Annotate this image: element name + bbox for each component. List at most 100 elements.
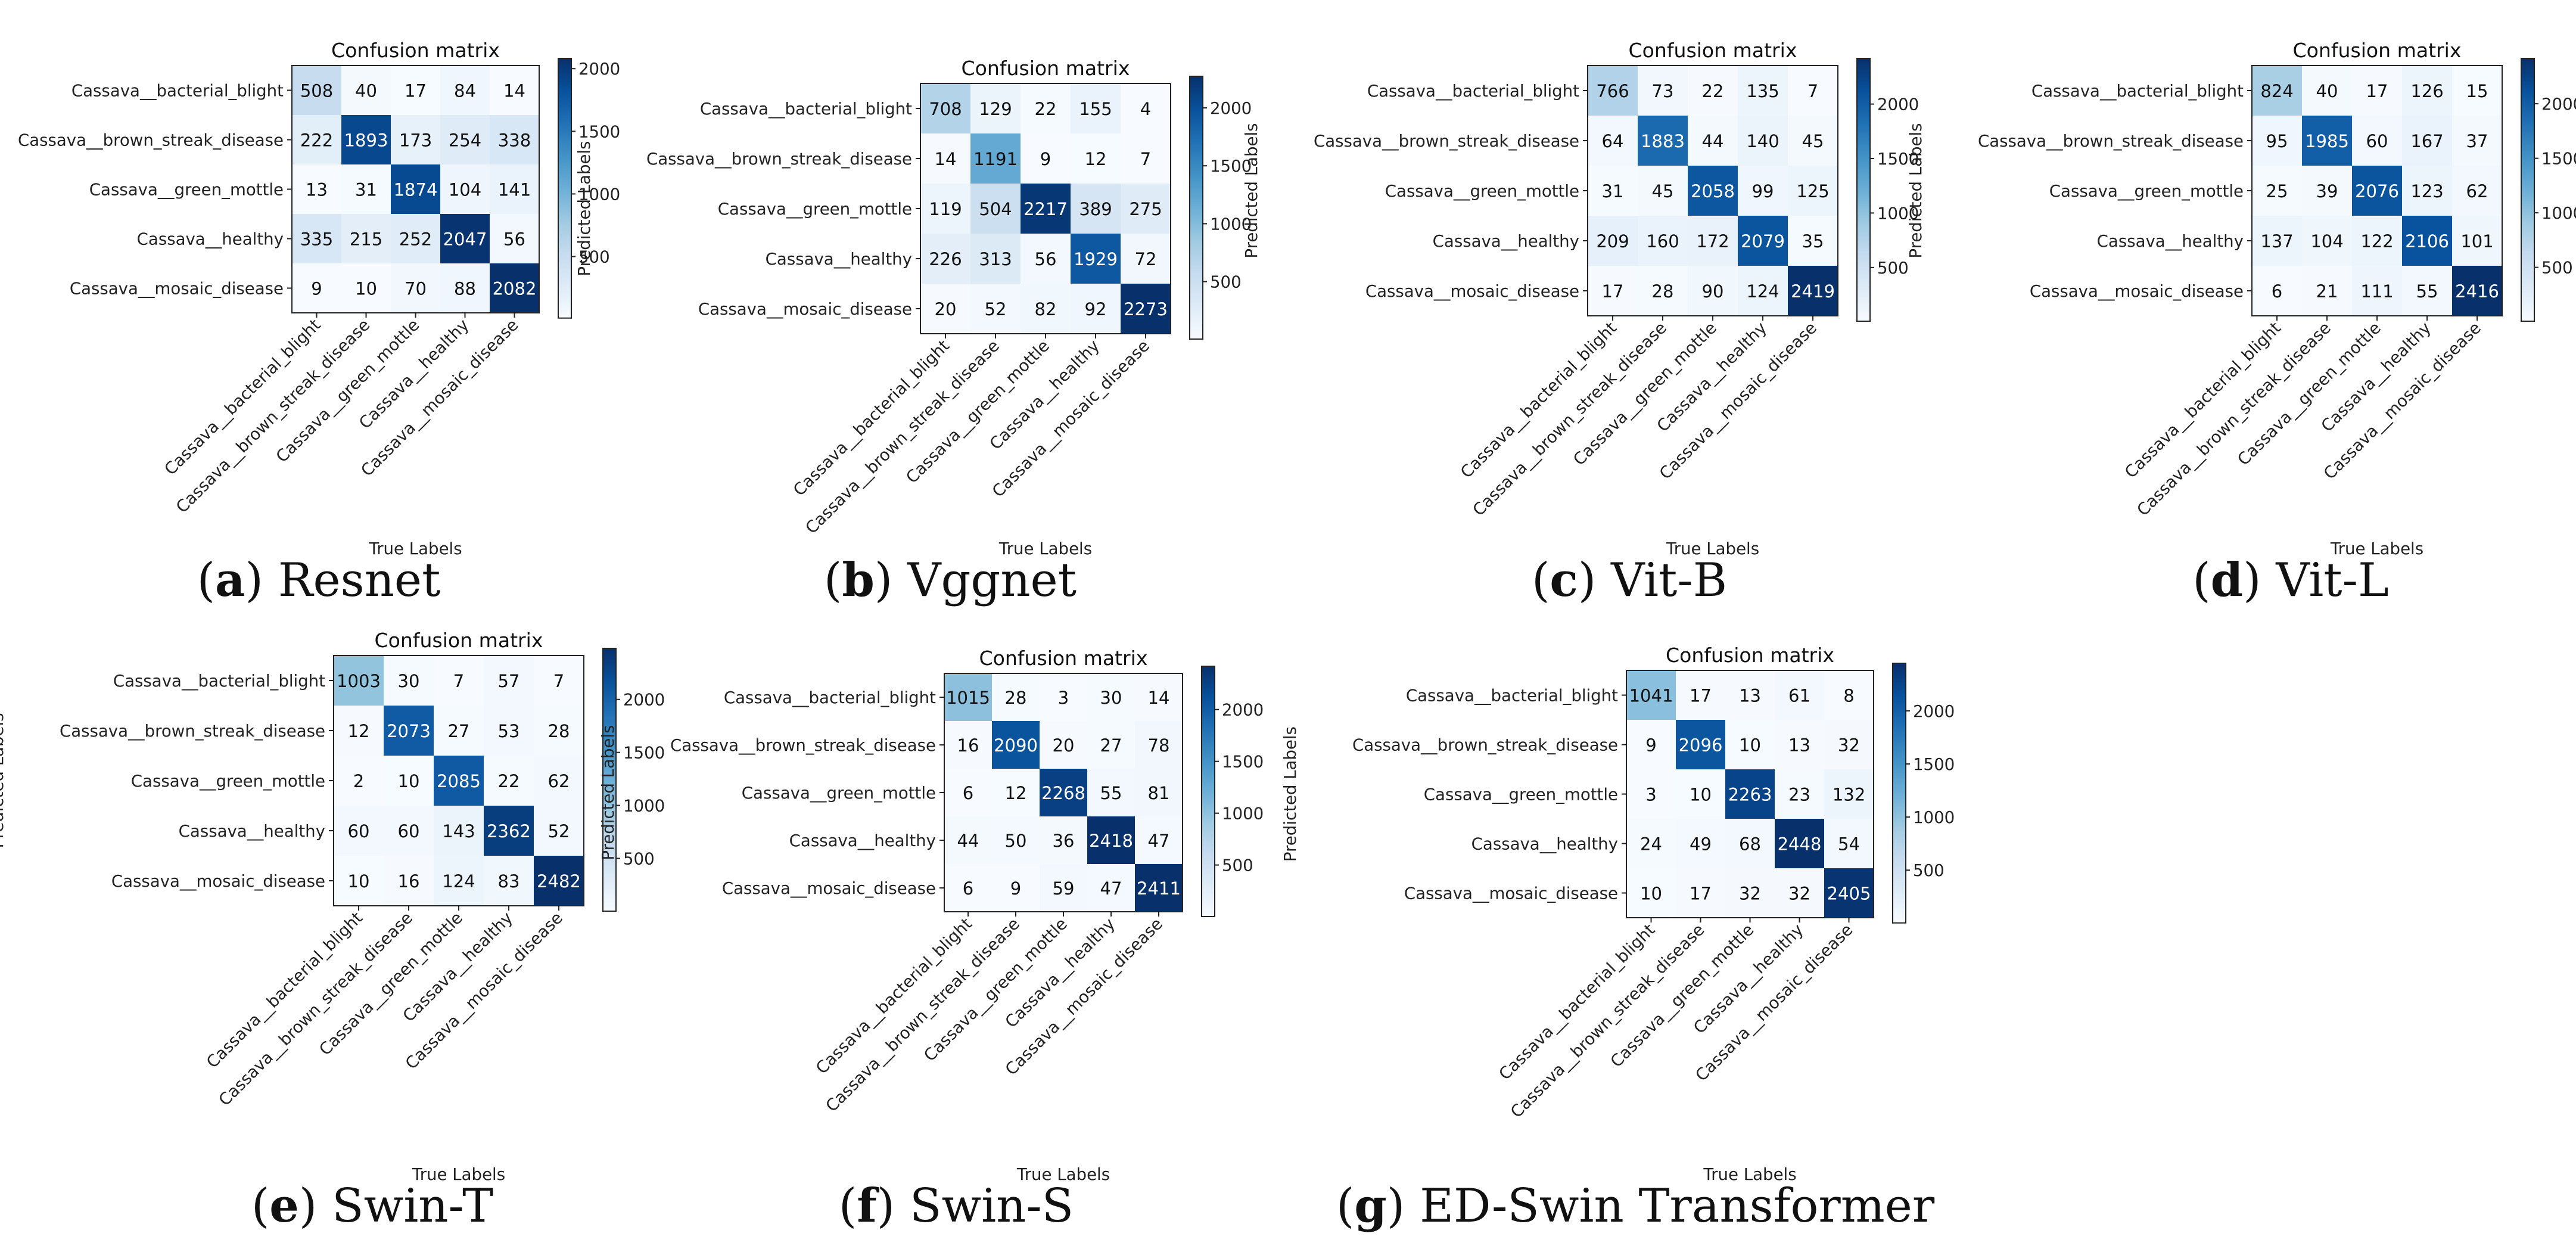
cell-value: 1191	[973, 149, 1018, 169]
cell-value: 22	[1035, 99, 1057, 119]
cell-value: 45	[1652, 181, 1674, 201]
matrix-cell	[2252, 166, 2303, 216]
x-axis-label: True Labels	[2330, 539, 2423, 558]
cell-value: 2263	[1728, 785, 1772, 805]
matrix-cell	[920, 234, 971, 284]
y-tick-label: Cassava__healthy	[766, 249, 912, 269]
cell-value: 40	[355, 81, 377, 101]
cell-value: 226	[929, 249, 962, 269]
cell-value: 6	[963, 878, 973, 899]
chart-title: Confusion matrix	[2293, 39, 2462, 62]
cell-value: 2268	[1041, 783, 1085, 803]
matrix-cell	[2252, 266, 2303, 316]
chart-title: Confusion matrix	[331, 39, 500, 62]
cell-value: 40	[2316, 81, 2338, 101]
cell-value: 104	[2310, 231, 2343, 251]
cell-value: 10	[1640, 884, 1662, 904]
cell-value: 53	[498, 721, 520, 741]
matrix-cell	[341, 214, 391, 264]
matrix-cell	[341, 263, 391, 313]
cell-value: 132	[1833, 785, 1865, 805]
matrix-cell	[484, 656, 534, 706]
cell-value: 9	[311, 279, 322, 299]
colorbar-tick-label: 500	[578, 247, 610, 267]
matrix-cell	[334, 656, 384, 706]
x-tick-label: Cassava__brown_streak_disease	[822, 914, 1023, 1116]
colorbar-tick-label: 1500	[1913, 754, 1955, 774]
matrix-cell	[1688, 66, 1738, 116]
matrix-cell	[1087, 864, 1135, 912]
cell-value: 60	[2366, 131, 2388, 151]
cell-value: 2448	[1778, 834, 1822, 855]
matrix-cell	[1788, 116, 1838, 166]
y-tick-label: Cassava__green_mottle	[2049, 181, 2244, 201]
cell-value: 22	[498, 771, 520, 791]
colorbar-tick-label: 1000	[1222, 804, 1264, 824]
cell-value: 28	[1652, 281, 1674, 302]
matrix-cell	[2302, 166, 2353, 216]
y-tick-label: Cassava__healthy	[179, 821, 325, 841]
matrix-cell	[1788, 266, 1838, 316]
y-axis-label: Predicted Labels	[598, 725, 618, 860]
colorbar-tick-label: 2000	[2541, 94, 2576, 114]
cell-value: 31	[355, 180, 377, 200]
y-tick-label: Cassava__bacterial_blight	[113, 671, 325, 691]
cell-value: 766	[1596, 81, 1629, 101]
matrix-cell	[341, 164, 391, 215]
matrix-cell	[2252, 66, 2303, 116]
cell-value: 90	[1702, 281, 1724, 302]
y-tick-label: Cassava__bacterial_blight	[700, 99, 912, 119]
matrix-cell	[2302, 66, 2353, 116]
colorbar-tick-label: 500	[623, 849, 655, 868]
cell-value: 111	[2360, 281, 2393, 302]
matrix-cell	[1775, 670, 1825, 720]
matrix-cell	[434, 656, 484, 706]
x-axis-label: True Labels	[1666, 539, 1759, 558]
cell-value: 28	[548, 721, 570, 741]
cell-value: 44	[957, 831, 979, 851]
cell-value: 52	[985, 299, 1007, 319]
cell-value: 73	[1652, 81, 1674, 101]
matrix-cell	[534, 656, 584, 706]
matrix-cell	[1087, 816, 1135, 865]
cell-value: 60	[398, 821, 420, 841]
x-axis-label: True Labels	[1703, 1164, 1796, 1184]
cell-value: 160	[1646, 231, 1679, 251]
cell-value: 10	[398, 771, 420, 791]
cell-value: 13	[1739, 686, 1761, 706]
cell-value: 14	[503, 81, 525, 101]
matrix-cell	[1688, 166, 1738, 216]
caption-letter: f	[857, 1179, 879, 1233]
cell-value: 72	[1135, 249, 1157, 269]
matrix-cell	[2252, 216, 2303, 266]
colorbar-tick-label: 500	[1210, 272, 1242, 292]
caption-letter: e	[269, 1179, 299, 1233]
matrix-cell	[1135, 769, 1183, 817]
cell-value: 2106	[2405, 231, 2449, 251]
cell-value: 7	[553, 671, 564, 691]
matrix-cell	[2302, 116, 2353, 166]
y-tick-label: Cassava__mosaic_disease	[70, 279, 284, 299]
cell-value: 141	[498, 180, 531, 200]
matrix-cell	[1121, 284, 1171, 334]
cell-value: 2082	[493, 279, 537, 299]
cell-value: 62	[548, 771, 570, 791]
cell-value: 52	[548, 821, 570, 841]
matrix-cell	[1638, 116, 1688, 166]
cell-value: 222	[300, 131, 333, 151]
y-tick-label: Cassava__mosaic_disease	[1365, 281, 1579, 301]
matrix-cell	[1021, 284, 1071, 334]
cell-value: 2079	[1741, 231, 1785, 251]
matrix-cell	[944, 769, 993, 817]
cell-value: 708	[929, 99, 962, 119]
cell-value: 2419	[1791, 281, 1835, 302]
matrix-cell	[490, 66, 540, 116]
cell-value: 17	[2366, 81, 2388, 101]
matrix-cell	[1638, 166, 1688, 216]
matrix-cell	[292, 214, 342, 264]
cell-value: 4	[1140, 99, 1151, 119]
y-tick-label: Cassava__healthy	[1433, 231, 1579, 251]
matrix-cell	[434, 856, 484, 906]
